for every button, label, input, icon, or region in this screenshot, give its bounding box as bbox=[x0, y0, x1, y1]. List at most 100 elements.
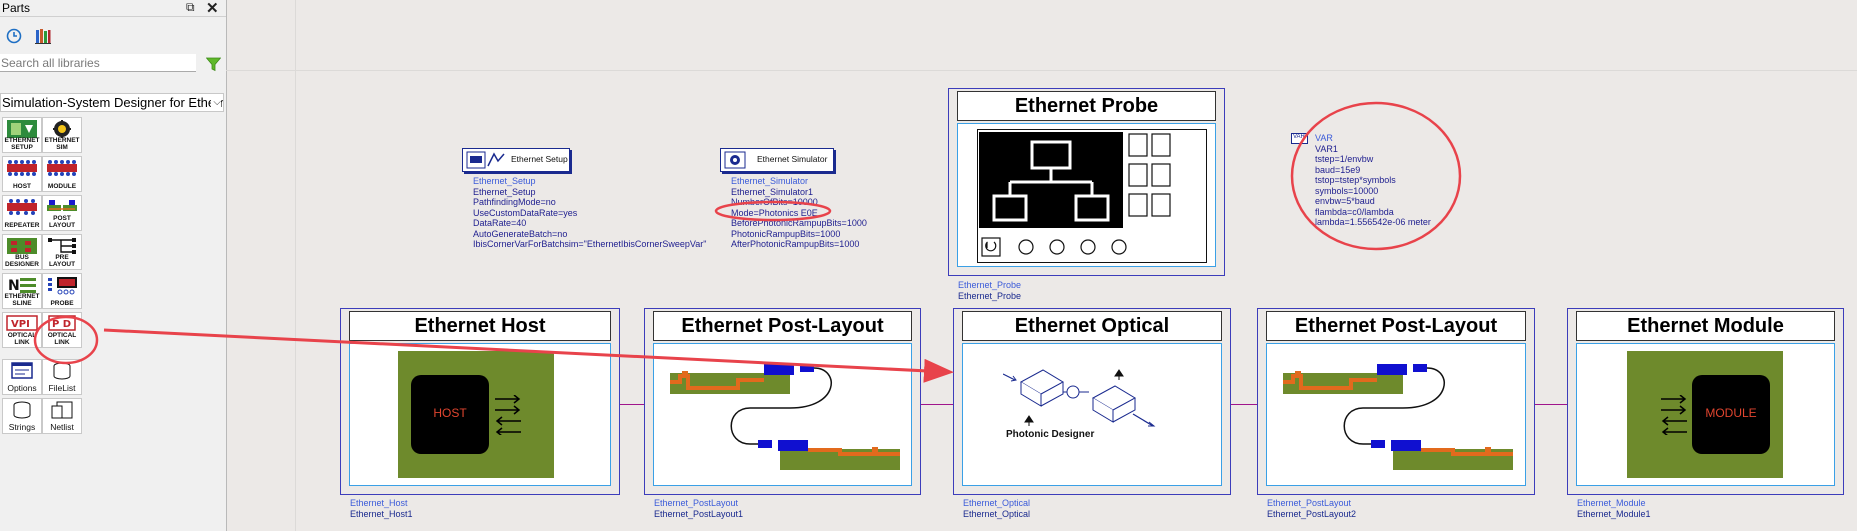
ethernet-module-label: Ethernet_Module Ethernet_Module1 bbox=[1577, 498, 1651, 519]
filelist-icon bbox=[53, 362, 71, 380]
ethernet-probe-label: Ethernet_Probe Ethernet_Probe bbox=[958, 280, 1021, 301]
component-id: Ethernet_Setup bbox=[473, 176, 536, 186]
component-id: Ethernet_Module bbox=[1577, 498, 1646, 508]
block-title: Ethernet Module bbox=[1576, 311, 1835, 341]
ethernet-host-block[interactable]: Ethernet Host HOST bbox=[340, 308, 620, 495]
module-chip-label: MODULE bbox=[1705, 406, 1757, 420]
part-post-layout[interactable]: POST LAYOUT bbox=[42, 195, 82, 231]
wire bbox=[1533, 404, 1567, 405]
block-body: HOST bbox=[349, 343, 611, 486]
param-line: baud=15e9 bbox=[1315, 164, 1361, 175]
instance-name: Ethernet_Optical bbox=[963, 508, 1031, 519]
ethernet-post-layout-block-2[interactable]: Ethernet Post-Layout bbox=[1257, 308, 1535, 495]
close-icon[interactable]: ✕ bbox=[206, 0, 219, 17]
ethernet-setup-title: Ethernet Setup bbox=[511, 154, 568, 164]
block-title: Ethernet Post-Layout bbox=[1266, 311, 1526, 341]
host-icon bbox=[7, 160, 37, 176]
part-label: FileList bbox=[48, 383, 76, 393]
part-label: REPEATER bbox=[4, 221, 40, 229]
part-label: PROBE bbox=[50, 299, 74, 307]
param-line: tstop=tstep*symbols bbox=[1315, 175, 1396, 185]
chevron-down-icon: ⌵ bbox=[211, 94, 221, 111]
block-body: Photonic Designer bbox=[962, 343, 1222, 486]
param-line: AfterPhotonicRampupBits=1000 bbox=[731, 239, 860, 249]
part-host[interactable]: HOST bbox=[2, 156, 42, 192]
instance-name: Ethernet_Module1 bbox=[1577, 508, 1651, 519]
wire bbox=[1231, 404, 1261, 405]
svg-text:P D: P D bbox=[52, 319, 71, 330]
part-ethernet-setup[interactable]: ETHERNET SETUP bbox=[2, 117, 42, 153]
module-board: MODULE bbox=[1627, 351, 1783, 478]
probe-device bbox=[977, 129, 1207, 263]
parts-panel-title: Parts bbox=[2, 1, 31, 15]
param-line: DataRate=40 bbox=[473, 218, 527, 228]
module-chip: MODULE bbox=[1692, 375, 1770, 454]
part-label: BUS DESIGNER bbox=[5, 254, 39, 268]
ethernet-probe-block[interactable]: Ethernet Probe bbox=[948, 88, 1225, 276]
part-netlist[interactable]: Netlist bbox=[42, 398, 82, 434]
canvas-grid-line-horizontal bbox=[226, 70, 1857, 71]
probe-icon bbox=[48, 277, 77, 295]
recent-parts-icon[interactable] bbox=[6, 28, 22, 44]
annotation-circle-mode bbox=[714, 200, 832, 222]
filter-icon[interactable] bbox=[206, 57, 221, 72]
param-line: IbisCornerVarForBatchsim="EthernetIbisCo… bbox=[473, 239, 707, 249]
block-body bbox=[1266, 343, 1526, 486]
component-id: Ethernet_Simulator bbox=[731, 176, 809, 186]
param-line: UseCustomDataRate=yes bbox=[473, 207, 578, 218]
param-line: BeforePhotonicRampupBits=1000 bbox=[731, 218, 867, 228]
part-label: ETHERNET SIM bbox=[44, 137, 80, 151]
ethernet-sim-icon bbox=[53, 120, 71, 138]
photonic-designer-caption: Photonic Designer bbox=[1006, 429, 1095, 440]
part-label: POST LAYOUT bbox=[48, 215, 76, 229]
ethernet-module-block[interactable]: Ethernet Module MODULE bbox=[1567, 308, 1844, 495]
library-books-icon[interactable] bbox=[34, 27, 52, 45]
instance-name: Ethernet_Setup bbox=[473, 186, 536, 197]
photonic-designer-icon bbox=[1003, 369, 1156, 427]
annotation-circle-optical-link bbox=[33, 315, 99, 365]
component-id: Ethernet_Host bbox=[350, 498, 408, 508]
ethernet-setup-component[interactable]: Ethernet Setup bbox=[462, 148, 570, 172]
parts-panel: Parts ⧉ ✕ Simulation-System Designer for… bbox=[0, 0, 227, 531]
part-optical-link-v[interactable]: VPI OPTICAL LINK bbox=[2, 312, 42, 348]
instance-name: VAR1 bbox=[1315, 143, 1338, 154]
search-input[interactable] bbox=[0, 54, 196, 72]
ethernet-simulator-title: Ethernet Simulator bbox=[757, 154, 828, 164]
param-line: AutoGenerateBatch=no bbox=[473, 228, 568, 239]
restore-icon[interactable]: ⧉ bbox=[186, 0, 195, 14]
param-line: PhotonicRampupBits=1000 bbox=[731, 228, 841, 239]
ethernet-post-layout-block-1[interactable]: Ethernet Post-Layout bbox=[644, 308, 921, 495]
param-line: PathfindingMode=no bbox=[473, 197, 556, 207]
part-filelist[interactable]: FileList bbox=[42, 359, 82, 395]
part-label: Strings bbox=[8, 422, 36, 432]
ethernet-host-label: Ethernet_Host Ethernet_Host1 bbox=[350, 498, 413, 519]
var-badge: VAR bbox=[1293, 134, 1305, 140]
component-id: Ethernet_Probe bbox=[958, 280, 1022, 290]
part-bus-designer[interactable]: BUS DESIGNER bbox=[2, 234, 42, 270]
part-pre-layout[interactable]: PRE LAYOUT bbox=[42, 234, 82, 270]
library-select[interactable]: Simulation-System Designer for Ethernet … bbox=[0, 93, 224, 112]
block-title: Ethernet Post-Layout bbox=[653, 311, 912, 341]
parts-panel-header: Parts ⧉ ✕ bbox=[0, 0, 226, 17]
pre-layout-icon bbox=[48, 238, 76, 254]
component-id: Ethernet_PostLayout bbox=[1267, 498, 1352, 508]
part-label: ETHERNET SETUP bbox=[4, 137, 40, 151]
ethernet-simulator-component[interactable]: Ethernet Simulator bbox=[720, 148, 834, 172]
part-repeater[interactable]: REPEATER bbox=[2, 195, 42, 231]
part-probe[interactable]: PROBE bbox=[42, 273, 82, 309]
ethernet-optical-block[interactable]: Ethernet Optical Photonic Designer bbox=[953, 308, 1231, 495]
part-ethernet-sim[interactable]: ETHERNET SIM bbox=[42, 117, 82, 153]
part-options[interactable]: Options bbox=[2, 359, 42, 395]
bidirectional-arrows-icon bbox=[1661, 395, 1687, 435]
ethernet-optical-label: Ethernet_Optical Ethernet_Optical bbox=[963, 498, 1030, 519]
part-module[interactable]: MODULE bbox=[42, 156, 82, 192]
instance-name: Ethernet_PostLayout2 bbox=[1267, 508, 1357, 519]
part-strings[interactable]: Strings bbox=[2, 398, 42, 434]
netlist-icon bbox=[51, 401, 73, 419]
var-params: VAR VAR1 tstep=1/envbw baud=15e9 tstop=t… bbox=[1315, 133, 1431, 228]
part-label: Netlist bbox=[50, 422, 74, 432]
instance-name: Ethernet_Probe bbox=[958, 290, 1022, 301]
bus-designer-icon bbox=[7, 238, 37, 254]
part-ethernet-sline[interactable]: N ETHERNET SLINE bbox=[2, 273, 42, 309]
optical-link-v-icon: VPI bbox=[6, 315, 38, 331]
